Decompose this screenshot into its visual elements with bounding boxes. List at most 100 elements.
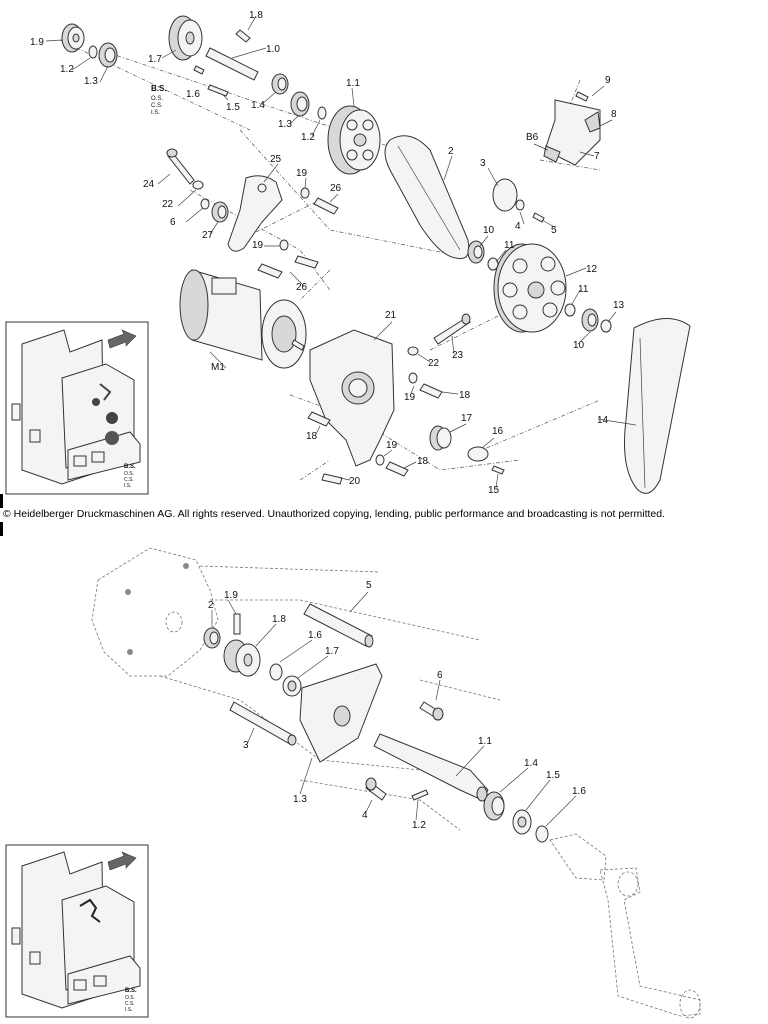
side-label-cs: C.S.	[151, 103, 163, 109]
callout: 18	[417, 456, 429, 467]
top-exploded-diagram: 1.9 1.2 1.3 1.7 1.8 1.0 1.6 1.5 1.4 1.3 …	[5, 10, 691, 496]
callout: 1.2	[301, 132, 315, 143]
bracket-25	[227, 175, 283, 252]
inset-label-bs: B.S.	[125, 988, 137, 994]
callout: 22	[428, 358, 440, 369]
bracket-8	[544, 99, 601, 166]
callout: 1.0	[266, 44, 280, 55]
callout: 11	[578, 284, 589, 295]
callout: 4	[362, 810, 368, 821]
motor-m1	[179, 269, 307, 369]
callout: 2	[448, 146, 454, 157]
callout: 1.6	[308, 630, 322, 641]
plate-1-3	[299, 663, 383, 763]
pulley-12	[493, 243, 567, 333]
ring-1-6a	[269, 663, 283, 681]
callout: 12	[586, 264, 598, 275]
screw-15	[491, 465, 505, 475]
shaft-1-1	[373, 733, 489, 802]
callout: 6	[170, 217, 176, 228]
callout: 1.4	[524, 758, 538, 769]
screw-18b	[307, 411, 331, 427]
callout: 19	[404, 392, 416, 403]
callout: 5	[551, 225, 557, 236]
bolt-24	[166, 148, 195, 185]
screw-18c	[385, 461, 409, 477]
shaft-3	[229, 701, 297, 746]
shaft-5	[303, 603, 374, 648]
callout: 1.9	[224, 590, 238, 601]
screw-5	[532, 212, 545, 223]
callout: 1.6	[572, 786, 586, 797]
belt-14	[624, 318, 691, 494]
inset-label-cs: C.S.	[125, 1001, 135, 1007]
top-callouts: 1.9 1.2 1.3 1.7 1.8 1.0 1.6 1.5 1.4 1.3 …	[30, 10, 625, 496]
callout: 18	[459, 390, 471, 401]
callout: 7	[594, 151, 600, 162]
callout: 3	[243, 740, 249, 751]
washer-1-7	[282, 675, 302, 697]
washer-19d	[375, 454, 385, 466]
bushing-2	[203, 627, 221, 649]
callout: 10	[573, 340, 585, 351]
washer-22a	[192, 180, 204, 190]
shaft-1-0	[205, 47, 259, 81]
washer-6	[200, 198, 210, 210]
callout: 1.5	[546, 770, 560, 781]
callout: 24	[143, 179, 155, 190]
callout: 1.3	[84, 76, 98, 87]
separator-tick	[0, 522, 3, 536]
callout: 1.3	[293, 794, 307, 805]
callout: 15	[488, 485, 500, 496]
callout: 22	[162, 199, 174, 210]
washer-1-5	[512, 809, 532, 835]
callout: 19	[252, 240, 264, 251]
pin-1-6	[193, 65, 205, 75]
callout: 19	[386, 440, 398, 451]
callout: 1.3	[278, 119, 292, 130]
bearing-1-3a	[98, 42, 118, 68]
callout: 9	[605, 75, 611, 86]
inset-label-cs: C.S.	[124, 477, 134, 483]
inset-label-is: I.S.	[124, 483, 132, 489]
washer-19b	[279, 239, 289, 251]
callout: 20	[349, 476, 361, 487]
callout: 1.1	[346, 78, 360, 89]
callout: 25	[270, 154, 282, 165]
bolt-23	[433, 313, 471, 345]
callout: 1.4	[251, 100, 265, 111]
callout: 1.7	[148, 54, 162, 65]
separator-tick	[0, 494, 3, 508]
washer-4	[515, 199, 525, 211]
washer-22b	[407, 346, 419, 356]
callout: 6	[437, 670, 443, 681]
callout: B6	[526, 132, 539, 143]
washer-19c	[408, 372, 418, 384]
callout: 1.8	[249, 10, 263, 21]
callout: 3	[480, 158, 486, 169]
bearing-1-4	[483, 791, 505, 821]
callout: 1.7	[325, 646, 339, 657]
bearing-10a	[467, 240, 485, 264]
crank-handle	[549, 833, 701, 1019]
callout: 2	[208, 600, 214, 611]
callout: 17	[461, 413, 473, 424]
callout: 5	[366, 580, 372, 591]
screw-20	[321, 473, 343, 485]
bushing-1-4	[271, 73, 289, 95]
gear-17	[429, 425, 452, 451]
callout: 18	[306, 431, 318, 442]
callout: 16	[492, 426, 504, 437]
callout: 10	[483, 225, 495, 236]
callout: 26	[296, 282, 308, 293]
pin-1-2	[411, 789, 429, 801]
callout: 1.1	[478, 736, 492, 747]
disc-16	[467, 446, 489, 462]
callout: 11	[504, 240, 515, 251]
inset-label-os: O.S.	[124, 471, 134, 477]
bearing-1-3b	[290, 91, 310, 117]
ring-11b	[564, 303, 576, 317]
side-legend: B.S. O.S. C.S. I.S.	[151, 84, 167, 116]
top-locator-inset: B.S. O.S. C.S. I.S.	[5, 321, 149, 495]
